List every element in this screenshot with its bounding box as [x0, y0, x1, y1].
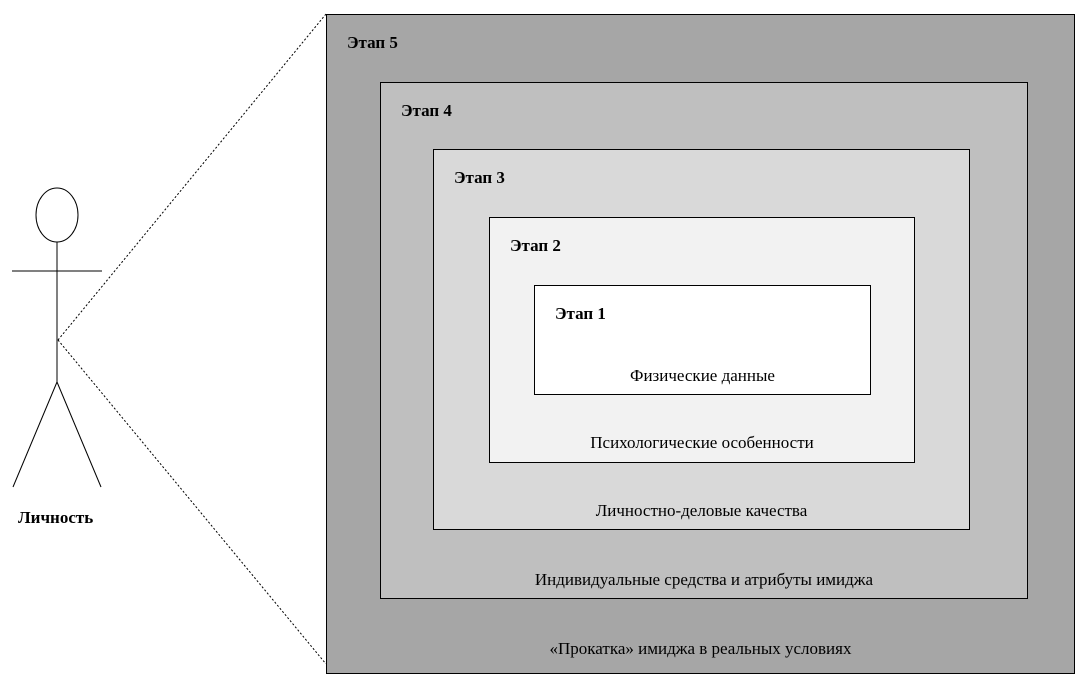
stage-4-description: Индивидуальные средства и атрибуты имидж… [534, 570, 874, 589]
stage-4-title: Этап 4 [401, 101, 452, 120]
stage-2-description: Психологические особенности [590, 433, 814, 452]
stage-5-title: Этап 5 [347, 33, 398, 52]
stage-5-description: «Прокатка» имиджа в реальных условиях [549, 639, 852, 658]
stage-1-description: Физические данные [630, 366, 775, 385]
stage-3-description: Личностно-деловые качества [595, 501, 808, 520]
view-cone-lines [57, 13, 327, 664]
stage-2-title: Этап 2 [510, 236, 561, 255]
person-label: Личность [18, 508, 94, 527]
stage-3-title: Этап 3 [454, 168, 505, 187]
stage-1-box: Этап 1 Физические данные [534, 285, 871, 395]
stick-figure-icon [12, 187, 102, 488]
stage-1-title: Этап 1 [555, 304, 606, 323]
